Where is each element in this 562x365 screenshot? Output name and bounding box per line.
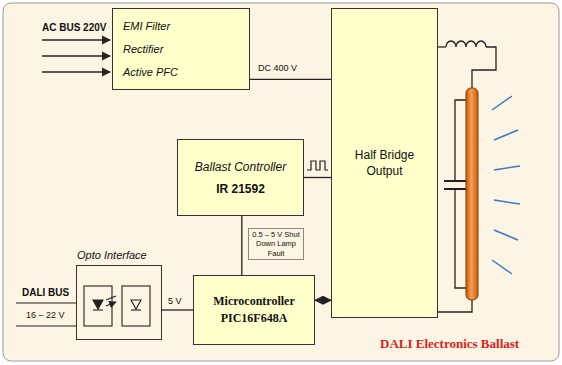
wire <box>438 300 472 312</box>
inductor-symbol <box>446 41 486 47</box>
opto-detector-side <box>122 286 150 326</box>
opto-coupler-symbol <box>84 286 150 326</box>
diagram-title: DALI Electronics Ballast <box>380 336 519 352</box>
photodiode-bar <box>131 309 141 310</box>
wire <box>438 46 446 47</box>
block-label: Active PFC <box>123 66 189 78</box>
led-bar <box>93 309 103 310</box>
capacitor-plate <box>444 180 466 182</box>
ac-line <box>42 55 110 56</box>
dali-bus-lines <box>16 303 76 326</box>
opto-interface-box: Opto Interface <box>76 265 162 340</box>
ray <box>494 230 518 240</box>
voltage-label: 16 – 22 V <box>26 310 65 320</box>
ray <box>494 166 520 170</box>
half-bridge-box: Half Bridge Output <box>331 8 438 318</box>
wire <box>455 100 467 181</box>
block-label: Rectifier <box>123 43 189 55</box>
light-arrow <box>106 296 116 306</box>
connector-label: 0.5 – 5 V Shut Down Lamp Fault <box>248 228 304 260</box>
connector <box>162 309 193 310</box>
block-label: Half Bridge Output <box>355 147 415 179</box>
bus-wire <box>16 302 76 303</box>
photodiode <box>131 300 141 309</box>
connector <box>315 300 331 301</box>
light-rays <box>492 96 520 274</box>
connector-label: DC 400 V <box>258 63 297 73</box>
ray <box>492 96 512 110</box>
bus-wire <box>16 325 76 326</box>
part-number: IR 21592 <box>216 182 265 196</box>
bus-label: DALI BUS <box>22 287 69 298</box>
ac-line <box>42 39 110 40</box>
ray <box>492 260 512 274</box>
wire <box>472 47 496 88</box>
background-panel <box>3 3 559 361</box>
block-label: Microcontroller PIC16F648A <box>200 293 308 327</box>
block-heading: Opto Interface <box>77 249 147 261</box>
ac-line <box>42 71 110 72</box>
square-wave-symbol <box>307 161 328 170</box>
connector-label: 5 V <box>168 296 182 306</box>
filter-rectifier-box: EMI FilterRectifierActive PFC <box>112 8 250 90</box>
led <box>93 300 103 309</box>
connector <box>250 79 331 80</box>
block-label: Ballast Controller <box>195 160 286 174</box>
ray <box>494 130 518 140</box>
wire <box>455 189 467 288</box>
bus-label: AC BUS 220V <box>42 22 106 33</box>
lamp-tube <box>466 88 478 300</box>
ray <box>494 200 520 204</box>
microcontroller-box: Microcontroller PIC16F648A <box>193 275 315 345</box>
ac-input-lines <box>42 40 110 72</box>
connector <box>304 177 331 178</box>
connector <box>241 216 242 275</box>
opto-led-side <box>84 286 112 326</box>
block-label: EMI Filter <box>123 20 189 32</box>
lamp-circuit <box>438 41 496 312</box>
pulse <box>307 161 328 170</box>
controller-box: Ballast Controller IR 21592 <box>177 139 304 216</box>
